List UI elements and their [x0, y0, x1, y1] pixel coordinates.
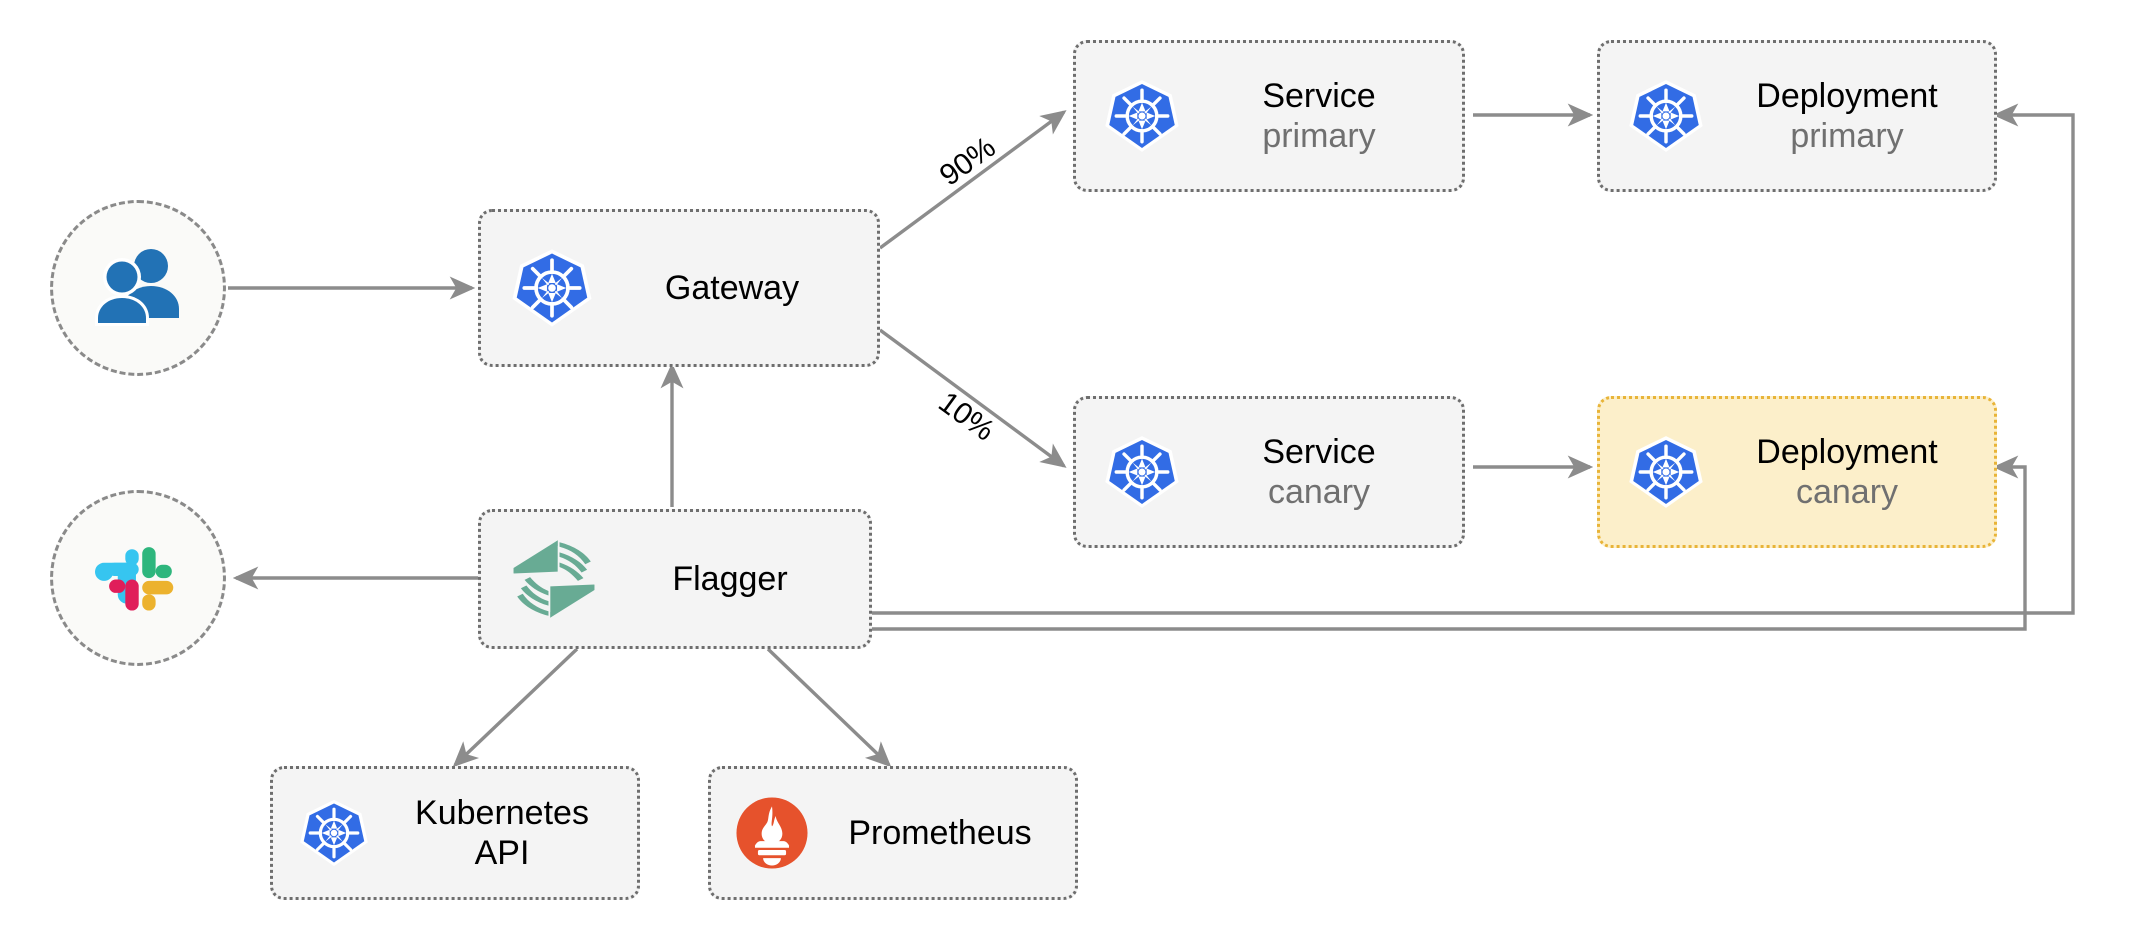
node-deployment-primary-sublabel: primary: [1790, 117, 1904, 155]
node-prometheus-labels: Prometheus: [819, 813, 1061, 853]
node-kubernetes-api-labels: Kubernetes API: [381, 793, 623, 873]
kubernetes-icon: [1616, 77, 1716, 155]
node-slack[interactable]: [50, 490, 226, 666]
kubernetes-icon: [499, 246, 605, 330]
node-gateway[interactable]: Gateway: [478, 209, 880, 367]
kubernetes-icon: [287, 797, 381, 869]
node-gateway-labels: Gateway: [605, 268, 859, 308]
node-prometheus-label: Prometheus: [848, 813, 1032, 852]
node-service-primary-label: Service: [1262, 76, 1376, 115]
node-deployment-primary[interactable]: Deployment primary: [1597, 40, 1997, 192]
node-service-canary-labels: Service canary: [1192, 432, 1446, 512]
kubernetes-icon: [1092, 433, 1192, 511]
edge-flagger-prometheus: [766, 647, 892, 768]
edge-flagger-kubernetes-api: [452, 647, 579, 768]
node-deployment-primary-labels: Deployment primary: [1716, 76, 1978, 156]
node-flagger[interactable]: Flagger: [478, 509, 872, 649]
node-gateway-label: Gateway: [664, 268, 800, 307]
edge-label-90-percent: 90%: [933, 130, 1002, 193]
node-service-canary-sublabel: canary: [1267, 473, 1371, 511]
users-icon: [88, 246, 188, 331]
node-kubernetes-api-label: Kubernetes: [415, 793, 589, 832]
node-flagger-label: Flagger: [672, 559, 788, 598]
node-deployment-primary-label: Deployment: [1756, 76, 1938, 115]
node-kubernetes-api[interactable]: Kubernetes API: [270, 766, 640, 900]
node-service-primary[interactable]: Service primary: [1073, 40, 1465, 192]
kubernetes-icon: [1616, 433, 1716, 511]
edge-label-10-percent: 10%: [932, 385, 1001, 448]
flagger-icon: [499, 533, 609, 625]
node-deployment-canary[interactable]: Deployment canary: [1597, 396, 1997, 548]
edge-gateway-service-canary: [878, 328, 1067, 468]
node-deployment-canary-labels: Deployment canary: [1716, 432, 1978, 512]
node-deployment-canary-sublabel: canary: [1795, 473, 1899, 511]
node-service-primary-labels: Service primary: [1192, 76, 1446, 156]
node-service-canary[interactable]: Service canary: [1073, 396, 1465, 548]
prometheus-icon: [725, 796, 819, 870]
node-kubernetes-api-sublabel: API: [474, 834, 530, 872]
node-deployment-canary-label: Deployment: [1756, 432, 1938, 471]
node-service-primary-sublabel: primary: [1262, 117, 1376, 155]
node-prometheus[interactable]: Prometheus: [708, 766, 1078, 900]
slack-icon: [95, 533, 181, 624]
node-users[interactable]: [50, 200, 226, 376]
kubernetes-icon: [1092, 77, 1192, 155]
node-flagger-labels: Flagger: [609, 559, 851, 599]
node-service-canary-label: Service: [1262, 432, 1376, 471]
